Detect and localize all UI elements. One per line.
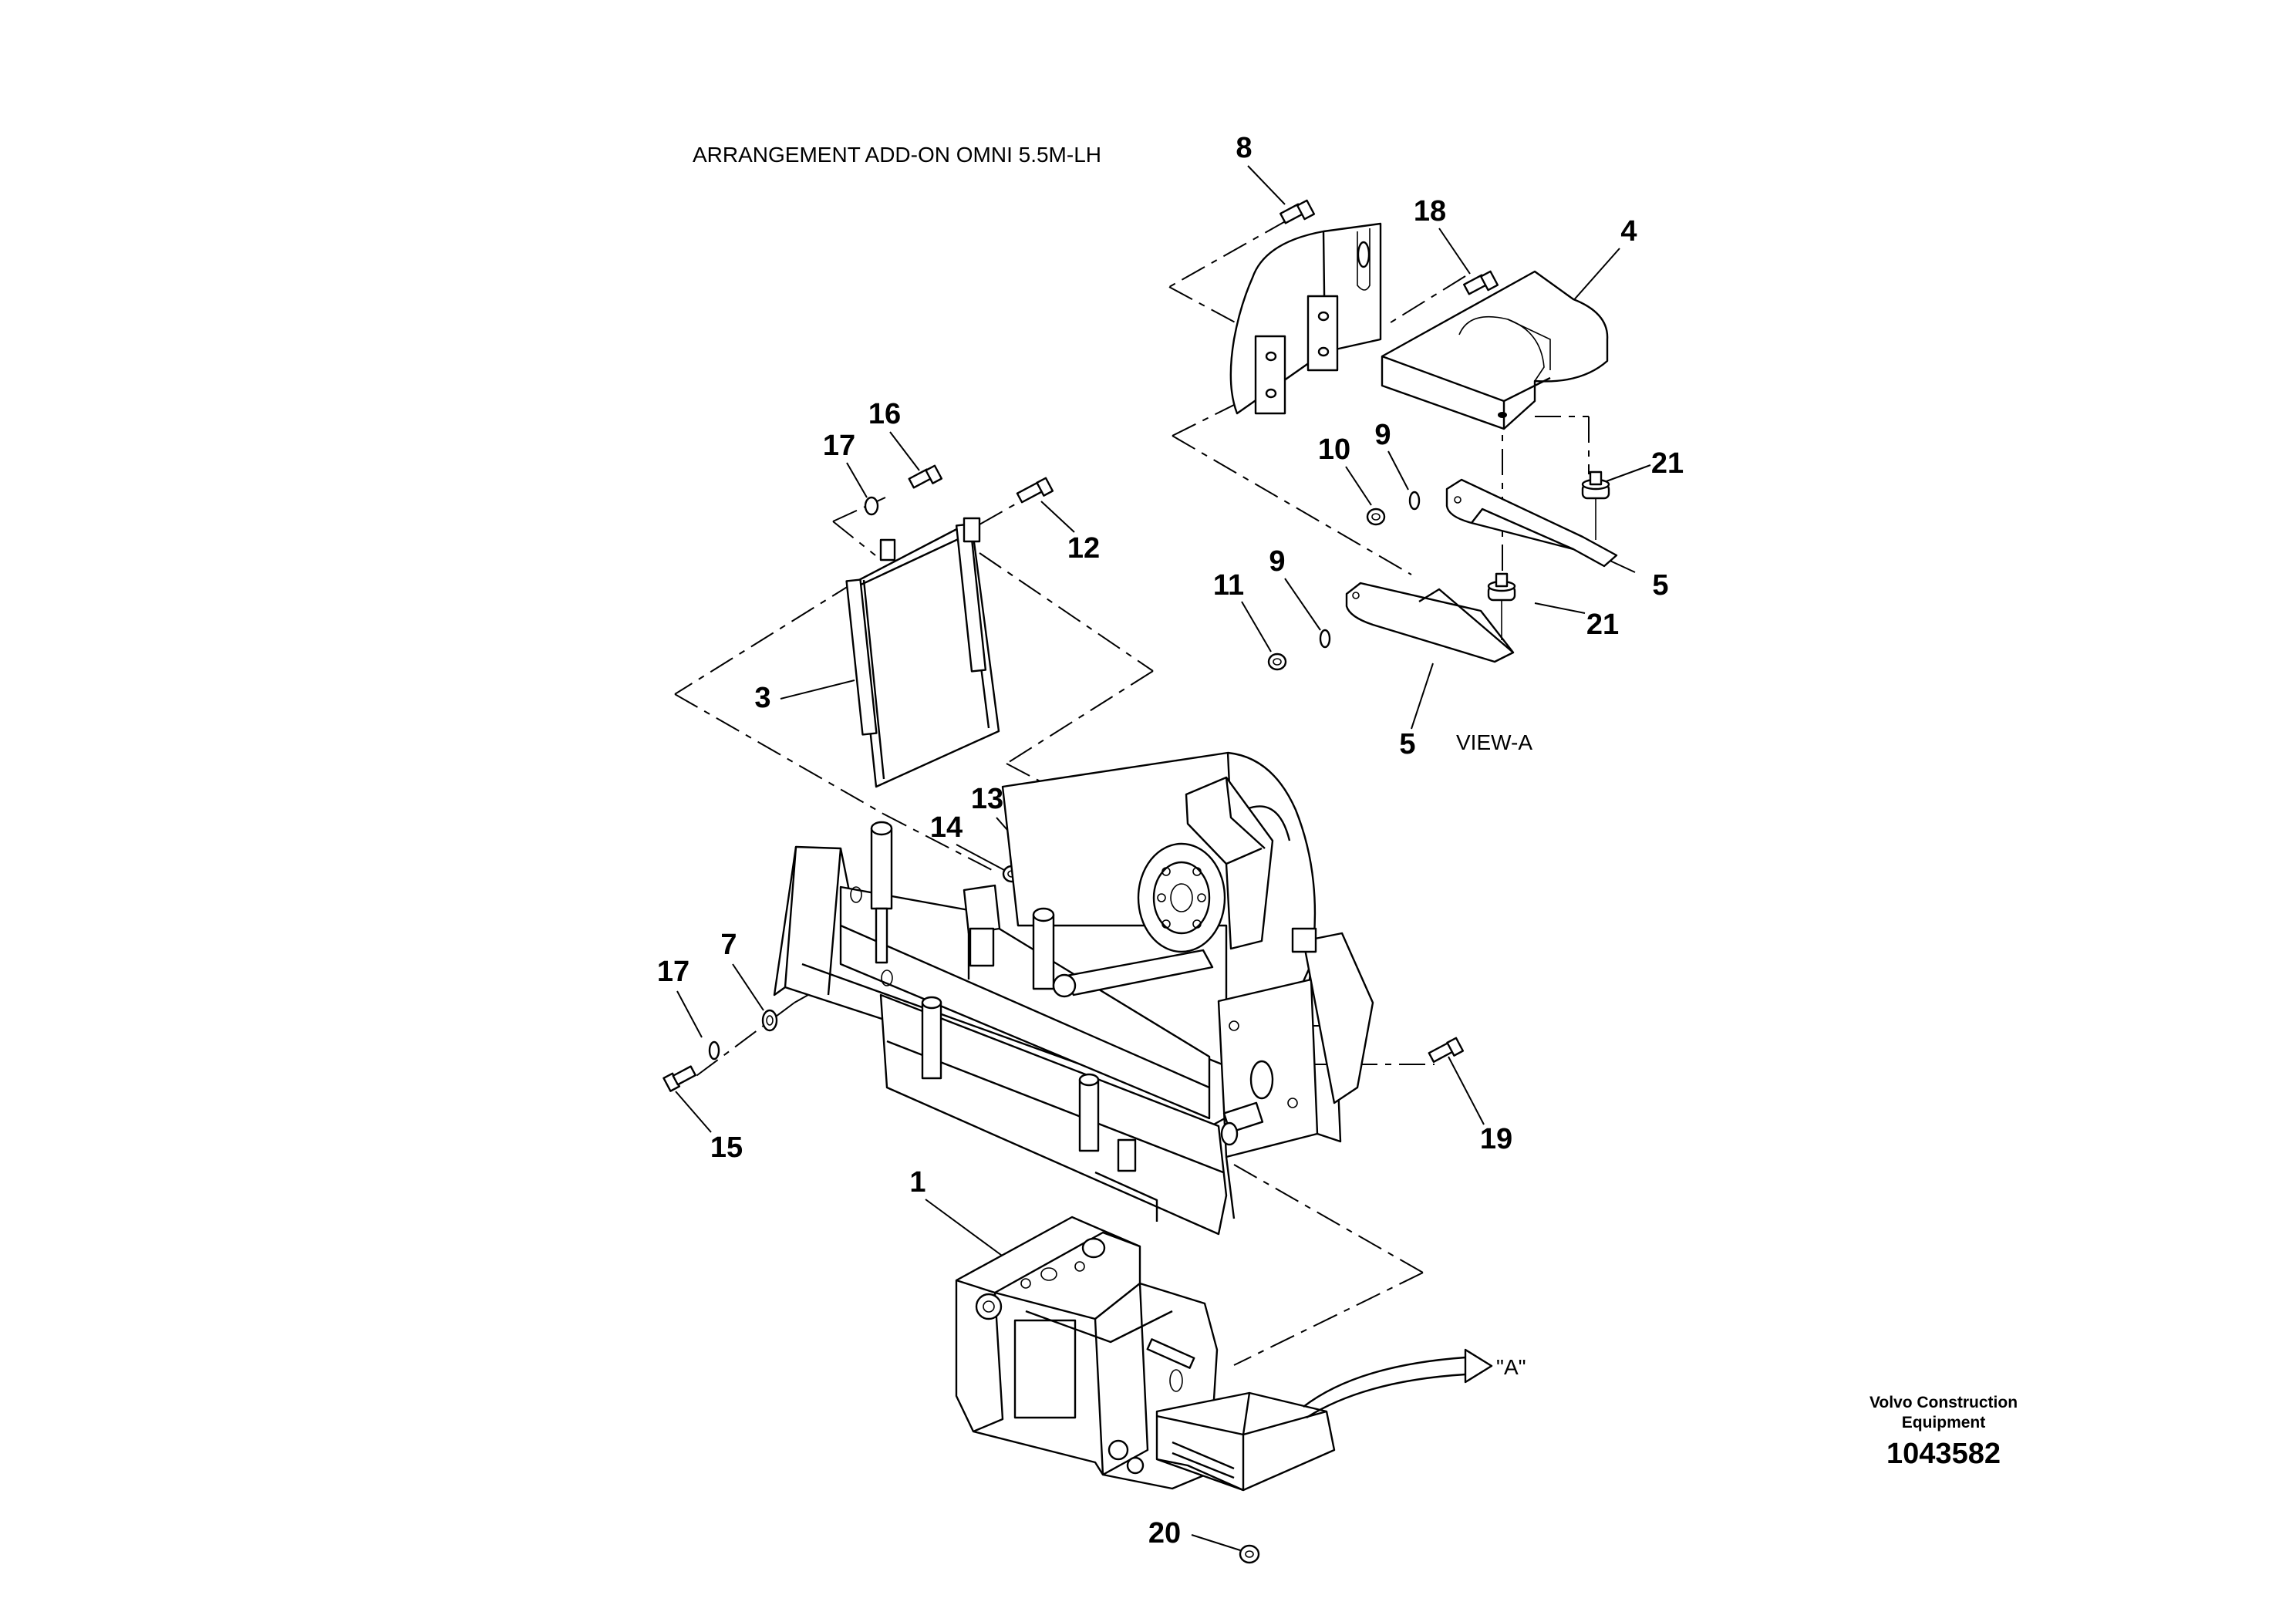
view-a-box — [1155, 1391, 1336, 1492]
leader-lines — [675, 165, 1651, 1551]
callout-16: 16 — [868, 398, 901, 430]
callout-11: 11 — [1213, 569, 1244, 602]
callout-19: 19 — [1480, 1123, 1512, 1155]
upper-mount-bracket — [1229, 222, 1382, 415]
callout-4: 4 — [1620, 215, 1637, 248]
callout-9-lower: 9 — [1269, 545, 1285, 578]
bolt-18 — [1463, 270, 1499, 295]
nut-11 — [1267, 653, 1287, 671]
callout-5-upper: 5 — [1652, 569, 1668, 602]
brand-line-2: Equipment — [1902, 1414, 1986, 1431]
callout-8: 8 — [1236, 132, 1252, 164]
callout-20: 20 — [1148, 1517, 1181, 1549]
washer-7 — [761, 1009, 778, 1032]
nut-10 — [1366, 508, 1386, 526]
bolt-15 — [663, 1065, 696, 1092]
brand-line-1: Volvo Construction — [1870, 1394, 2018, 1411]
callout-10: 10 — [1318, 433, 1350, 466]
view-a-arrow — [1303, 1348, 1493, 1419]
callout-17-upper: 17 — [823, 430, 855, 462]
callout-5-lower: 5 — [1399, 728, 1415, 760]
callout-15: 15 — [710, 1131, 743, 1164]
callout-9-upper: 9 — [1374, 419, 1391, 451]
view-a-caption: VIEW-A — [1456, 730, 1532, 754]
drawing-title: ARRANGEMENT ADD-ON OMNI 5.5M-LH — [693, 143, 1101, 167]
nut-20 — [1239, 1544, 1260, 1564]
part-4-cover — [1381, 270, 1609, 430]
part-1-actuator-housing — [955, 1216, 1219, 1490]
callout-17-lower: 17 — [657, 956, 689, 988]
washer-9-lower — [1319, 629, 1331, 649]
part-5-bracket-lower — [1345, 582, 1515, 663]
callout-3: 3 — [754, 682, 770, 714]
bolt-19 — [1428, 1037, 1465, 1063]
view-a-reference: "A" — [1496, 1355, 1526, 1379]
part-21-rubber-mount-upper — [1581, 470, 1610, 540]
main-frame-assembly — [773, 751, 1374, 1236]
washer-17-lower — [708, 1040, 720, 1061]
bolt-8 — [1279, 199, 1316, 224]
part-5-bracket-upper — [1445, 478, 1618, 568]
bolt-12 — [1016, 477, 1054, 504]
washer-9-upper — [1408, 491, 1421, 511]
bolt-16 — [908, 464, 943, 489]
part-3-plate — [845, 517, 1000, 788]
part-21-rubber-mount-lower — [1487, 572, 1516, 640]
callout-18: 18 — [1414, 195, 1446, 228]
callout-1: 1 — [909, 1166, 925, 1199]
callout-14: 14 — [930, 811, 963, 844]
document-number: 1043582 — [1886, 1438, 2001, 1470]
callout-13: 13 — [971, 783, 1003, 815]
callout-21-upper: 21 — [1651, 447, 1684, 480]
callout-7: 7 — [720, 929, 737, 961]
callout-12: 12 — [1067, 532, 1100, 565]
callout-21-lower: 21 — [1586, 609, 1619, 641]
washer-17-upper — [864, 496, 879, 516]
